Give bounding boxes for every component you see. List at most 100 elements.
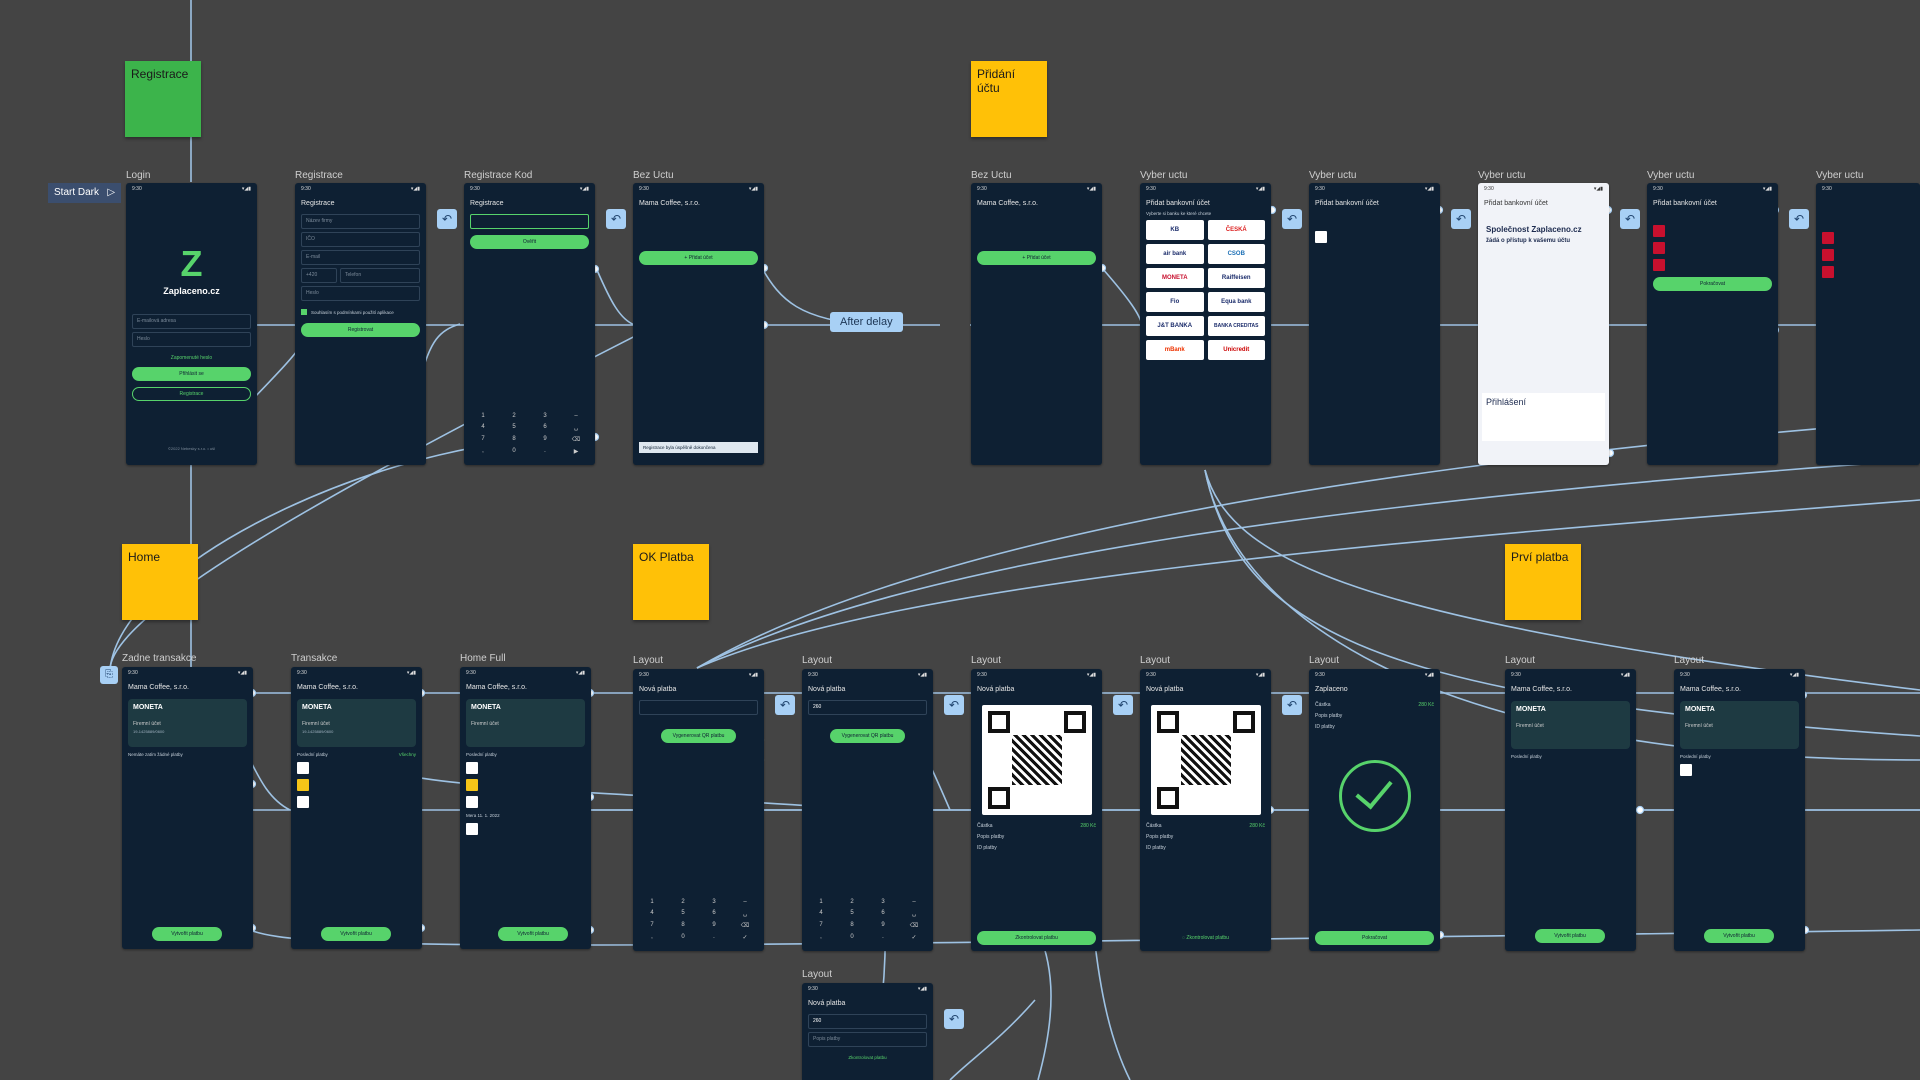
bank-tile[interactable]: air bank <box>1146 244 1204 264</box>
company-name-input[interactable]: Název firmy <box>301 214 420 229</box>
list-item[interactable] <box>466 823 585 835</box>
password-input[interactable]: Heslo <box>132 332 251 347</box>
register-submit-button[interactable]: Registrovat <box>301 323 420 337</box>
account-card[interactable]: MONETA Firemní účet <box>466 699 585 747</box>
list-item[interactable] <box>297 796 416 808</box>
back-icon[interactable]: ↶ <box>1113 695 1133 715</box>
check-payment-button[interactable]: Zkontrolovat platbu <box>977 931 1096 945</box>
back-icon[interactable]: ↶ <box>437 209 457 229</box>
sticky-pridani-uctu[interactable]: Přidání účtu <box>971 61 1047 137</box>
back-icon[interactable]: ↶ <box>1789 209 1809 229</box>
frame-vyber-uctu[interactable]: 9:30▾◢▮ Přidat bankovní účet <box>1309 183 1440 465</box>
bank-tile[interactable]: CSOB <box>1207 244 1265 264</box>
back-icon[interactable]: ↶ <box>1451 209 1471 229</box>
bank-tile[interactable]: J&T BANKA <box>1146 316 1204 336</box>
create-payment-button[interactable]: Vytvořit platbu <box>1704 929 1774 943</box>
account-row[interactable] <box>1822 249 1914 261</box>
description-input[interactable]: Popis platby <box>808 1032 927 1047</box>
back-icon[interactable]: ↶ <box>944 695 964 715</box>
register-button[interactable]: Registrace <box>132 387 251 401</box>
frame-zadne-transakce[interactable]: 9:30▾◢▮ Mama Coffee, s.r.o. MONETA Firem… <box>122 667 253 949</box>
show-all-link[interactable]: Všechny <box>398 752 416 757</box>
list-item[interactable] <box>1680 764 1799 776</box>
flow-start-icon[interactable]: ⎘ <box>100 666 118 684</box>
frame-registrace[interactable]: 9:30▾◢▮ Registrace Název firmy IČO E-mai… <box>295 183 426 465</box>
back-icon[interactable]: ↶ <box>1620 209 1640 229</box>
bank-tile[interactable]: Equa bank <box>1207 292 1265 312</box>
create-payment-button[interactable]: Vytvořit platbu <box>498 927 568 941</box>
frame-home-first-payment-list[interactable]: 9:30▾◢▮ Mama Coffee, s.r.o. MONETA Firem… <box>1674 669 1805 951</box>
create-payment-button[interactable]: Vytvořit platbu <box>321 927 391 941</box>
frame-nova-platba-description[interactable]: 9:30▾◢▮ Nová platba 260 Popis platby Zko… <box>802 983 933 1080</box>
back-icon[interactable]: ↶ <box>1282 695 1302 715</box>
amount-input[interactable]: 260 <box>808 1014 927 1029</box>
back-icon[interactable]: ↶ <box>944 1009 964 1029</box>
consent-checkbox[interactable] <box>301 309 307 315</box>
bank-tile[interactable]: Raiffeisen <box>1207 268 1265 288</box>
frame-home-full[interactable]: 9:30▾◢▮ Mama Coffee, s.r.o. MONETA Firem… <box>460 667 591 949</box>
create-payment-button[interactable]: Vytvořit platbu <box>1535 929 1605 943</box>
after-delay-chip[interactable]: After delay <box>830 312 903 332</box>
bank-tile[interactable]: BANKA CREDITAS <box>1207 316 1265 336</box>
frame-bez-uctu[interactable]: 9:30▾◢▮ Mama Coffee, s.r.o. + Přidat úče… <box>633 183 764 465</box>
list-item[interactable] <box>466 796 585 808</box>
login-button[interactable]: Přihlásit se <box>132 367 251 381</box>
frame-nova-platba-filled[interactable]: 9:30▾◢▮ Nová platba 260 Vygenerovat QR p… <box>802 669 933 951</box>
frame-home-first-payment[interactable]: 9:30▾◢▮ Mama Coffee, s.r.o. MONETA Firem… <box>1505 669 1636 951</box>
frame-transakce[interactable]: 9:30▾◢▮ Mama Coffee, s.r.o. MONETA Firem… <box>291 667 422 949</box>
list-item[interactable] <box>466 762 585 774</box>
sticky-ok-platba[interactable]: OK Platba <box>633 544 709 620</box>
account-row[interactable] <box>1653 259 1772 271</box>
back-icon[interactable]: ↶ <box>775 695 795 715</box>
list-item[interactable] <box>297 779 416 791</box>
account-card[interactable]: MONETA Firemní účet 19-1425889/0600 <box>128 699 247 747</box>
account-row[interactable] <box>1653 242 1772 254</box>
account-card[interactable]: MONETA Firemní účet 19-1425889/0600 <box>297 699 416 747</box>
check-payment-link[interactable]: Zkontrolovat platbu <box>848 1055 887 1060</box>
frame-nova-platba[interactable]: 9:30▾◢▮ Nová platba Vygenerovat QR platb… <box>633 669 764 951</box>
account-card[interactable]: MONETA Firemní účet <box>1680 701 1799 749</box>
amount-input[interactable] <box>639 700 758 715</box>
add-account-button[interactable]: + Přidat účet <box>977 251 1096 265</box>
account-row[interactable] <box>1822 266 1914 278</box>
frame-vyber-uctu-banks[interactable]: 9:30▾◢▮ Přidat bankovní účet Vyberte si … <box>1140 183 1271 465</box>
bank-tile[interactable]: KB <box>1146 220 1204 240</box>
bank-tile[interactable]: MONETA <box>1146 268 1204 288</box>
bank-tile[interactable]: Unicredit <box>1207 340 1265 360</box>
frame-login[interactable]: 9:30▾◢▮ Z Zaplaceno.cz E-mailová adresa … <box>126 183 257 465</box>
verify-button[interactable]: Ověřit <box>470 235 589 249</box>
bank-row[interactable] <box>1315 231 1434 243</box>
account-row[interactable] <box>1653 225 1772 237</box>
sticky-registrace[interactable]: Registrace <box>125 61 201 137</box>
forgot-password-link[interactable]: Zapomenuté heslo <box>170 355 213 361</box>
sticky-home[interactable]: Home <box>122 544 198 620</box>
start-dark-tab[interactable]: Start Dark ▷ <box>48 183 122 203</box>
account-row[interactable] <box>1822 232 1914 244</box>
add-account-button[interactable]: + Přidat účet <box>639 251 758 265</box>
bank-tile[interactable]: mBank <box>1146 340 1204 360</box>
email-input[interactable]: E-mail <box>301 250 420 265</box>
phone-prefix-select[interactable]: +420 <box>301 268 337 283</box>
frame-vyber-uctu-accounts[interactable]: 9:30▾◢▮ Přidat bankovní účet Pokračovat <box>1647 183 1778 465</box>
frame-bez-uctu[interactable]: 9:30▾◢▮ Mama Coffee, s.r.o. + Přidat úče… <box>971 183 1102 465</box>
code-input[interactable] <box>470 214 589 229</box>
generate-qr-button[interactable]: Vygenerovat QR platbu <box>661 729 736 743</box>
generate-qr-button[interactable]: Vygenerovat QR platbu <box>830 729 905 743</box>
sticky-prvni-platba[interactable]: Prví platba <box>1505 544 1581 620</box>
bank-tile[interactable]: ČESKÁ <box>1207 220 1265 240</box>
back-icon[interactable]: ↶ <box>606 209 626 229</box>
frame-vyber-uctu-consent[interactable]: 9:30▾◢▮ Přidat bankovní účet Společnost … <box>1478 183 1609 465</box>
phone-input[interactable]: Telefon <box>340 268 420 283</box>
login-section[interactable]: Přihlášení <box>1482 393 1605 441</box>
continue-button[interactable]: Pokračovat <box>1315 931 1434 945</box>
create-payment-button[interactable]: Vytvořit platbu <box>152 927 222 941</box>
ico-input[interactable]: IČO <box>301 232 420 247</box>
back-icon[interactable]: ↶ <box>1282 209 1302 229</box>
password-input[interactable]: Heslo <box>301 286 420 301</box>
